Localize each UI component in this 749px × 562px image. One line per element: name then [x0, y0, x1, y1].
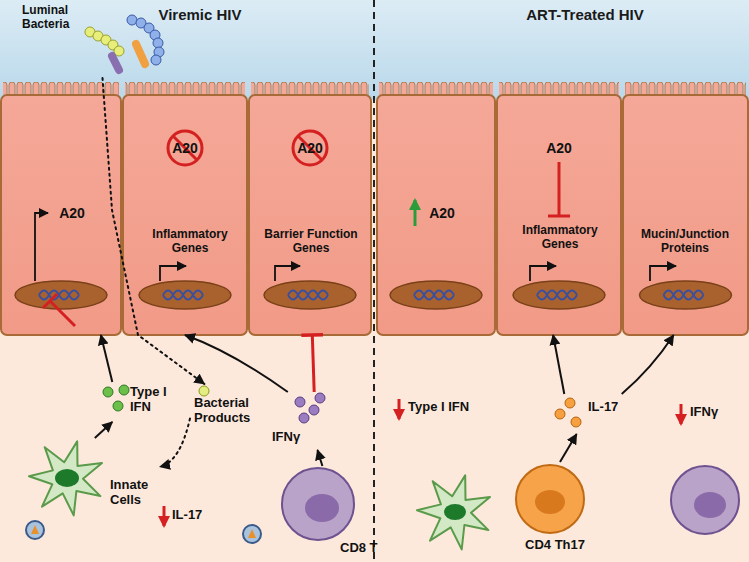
signal-arrow: [185, 335, 288, 392]
epithelial-cell: Mucin/Junction Proteins: [626, 100, 745, 335]
red-inhibitors: [43, 162, 570, 326]
t-cell: CD8 T: [280, 466, 386, 558]
cytokine-level-label: IFNγ: [690, 405, 740, 420]
signal-arrow: [95, 422, 113, 438]
cytokine-group: Bacterial Products: [190, 384, 262, 430]
node-label: A20: [52, 205, 92, 221]
node-label: Mucin/Junction Proteins: [632, 228, 738, 256]
signal-arrow: [622, 335, 674, 394]
cytokine-level-label: Type I IFN: [408, 400, 500, 415]
gene-arrows: [35, 213, 676, 281]
node-label: A20: [165, 140, 205, 156]
cytokine-group: IL-17: [552, 394, 634, 434]
node-label: Luminal Bacteria: [22, 4, 82, 32]
epithelial-cell: A20: [380, 100, 492, 335]
panel-heading: Viremic HIV: [120, 6, 280, 23]
innate-cell: [417, 475, 490, 549]
node-label: IL-17: [588, 400, 632, 415]
t-cell: [671, 466, 739, 534]
signal-arrow: [160, 419, 190, 467]
node-label: CD4 Th17: [510, 538, 600, 553]
t-cell: CD4 Th17: [505, 462, 605, 558]
epithelial-cell: A20Barrier Function Genes: [252, 100, 368, 335]
up-arrow: [414, 200, 417, 226]
node-label: A20: [290, 140, 330, 156]
signal-arrow: [560, 434, 577, 462]
node-label: A20: [422, 205, 462, 221]
node-label: A20: [539, 140, 579, 156]
signal-arrow: [318, 450, 323, 466]
inhibition-connector: [312, 335, 314, 392]
signal-arrow: [101, 335, 112, 382]
node-label: Bacterial Products: [194, 396, 260, 426]
hiv-virion: [26, 521, 261, 543]
panel-heading: ART-Treated HIV: [495, 6, 675, 23]
cytokine-level-label: IL-17: [172, 508, 222, 523]
node-label: Inflammatory Genes: [140, 228, 240, 256]
node-label: Innate Cells: [110, 478, 158, 508]
cytokine-group: Type I IFN: [100, 382, 182, 422]
node-label: Barrier Function Genes: [258, 228, 364, 256]
divider: [373, 0, 375, 562]
epithelial-cell: A20Inflammatory Genes: [126, 100, 244, 335]
innate-cell: Innate Cells: [15, 438, 160, 520]
epithelial-cell: A20Inflammatory Genes: [500, 100, 618, 335]
node-label: Inflammatory Genes: [510, 224, 610, 252]
bacteria-group: Luminal Bacteria: [20, 2, 170, 78]
epithelial-cell: A20: [4, 100, 118, 335]
cytokine-group: IFNγ: [268, 392, 334, 450]
signal-arrow: [553, 335, 564, 394]
node-label: IFNγ: [272, 430, 312, 445]
node-label: Type I IFN: [130, 385, 180, 415]
node-label: CD8 T: [340, 541, 384, 556]
